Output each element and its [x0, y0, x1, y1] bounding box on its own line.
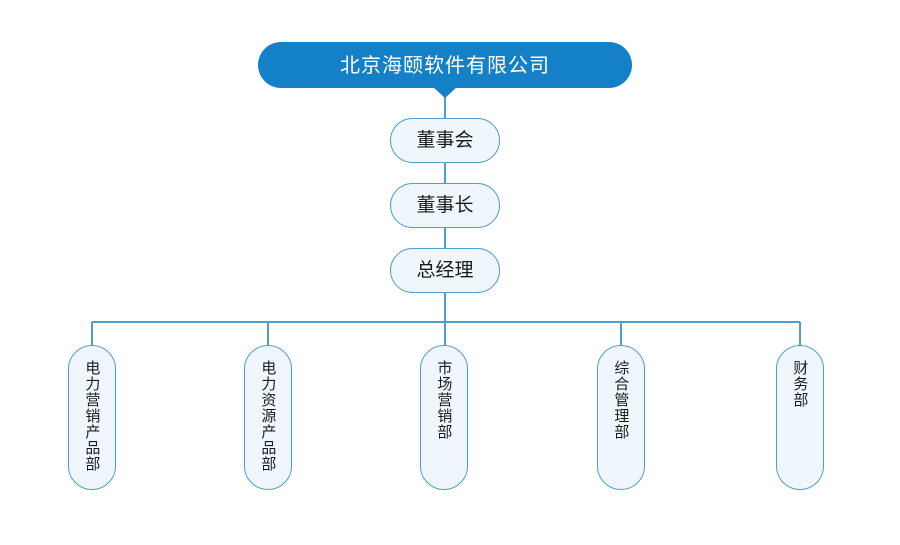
node-chairman-label: 董事长: [416, 194, 474, 216]
node-department-5[interactable]: 财务部: [776, 345, 824, 490]
node-general-manager[interactable]: 总经理: [390, 248, 500, 293]
node-department-3-label: 市场营销部: [435, 360, 454, 440]
root-tail-triangle: [433, 87, 457, 98]
node-board-of-directors-label: 董事会: [416, 129, 474, 151]
node-department-1-label: 电力营销产品部: [83, 360, 102, 472]
node-department-2-label: 电力资源产品部: [259, 360, 278, 472]
node-department-1[interactable]: 电力营销产品部: [68, 345, 116, 490]
node-general-manager-label: 总经理: [416, 259, 474, 281]
node-department-4-label: 综合管理部: [612, 360, 631, 440]
node-department-5-label: 财务部: [791, 360, 810, 408]
node-department-3[interactable]: 市场营销部: [420, 345, 468, 490]
node-company-label: 北京海颐软件有限公司: [340, 53, 550, 77]
node-company[interactable]: 北京海颐软件有限公司: [258, 42, 632, 88]
node-department-4[interactable]: 综合管理部: [597, 345, 645, 490]
node-board-of-directors[interactable]: 董事会: [390, 118, 500, 163]
node-chairman[interactable]: 董事长: [390, 183, 500, 228]
node-department-2[interactable]: 电力资源产品部: [244, 345, 292, 490]
